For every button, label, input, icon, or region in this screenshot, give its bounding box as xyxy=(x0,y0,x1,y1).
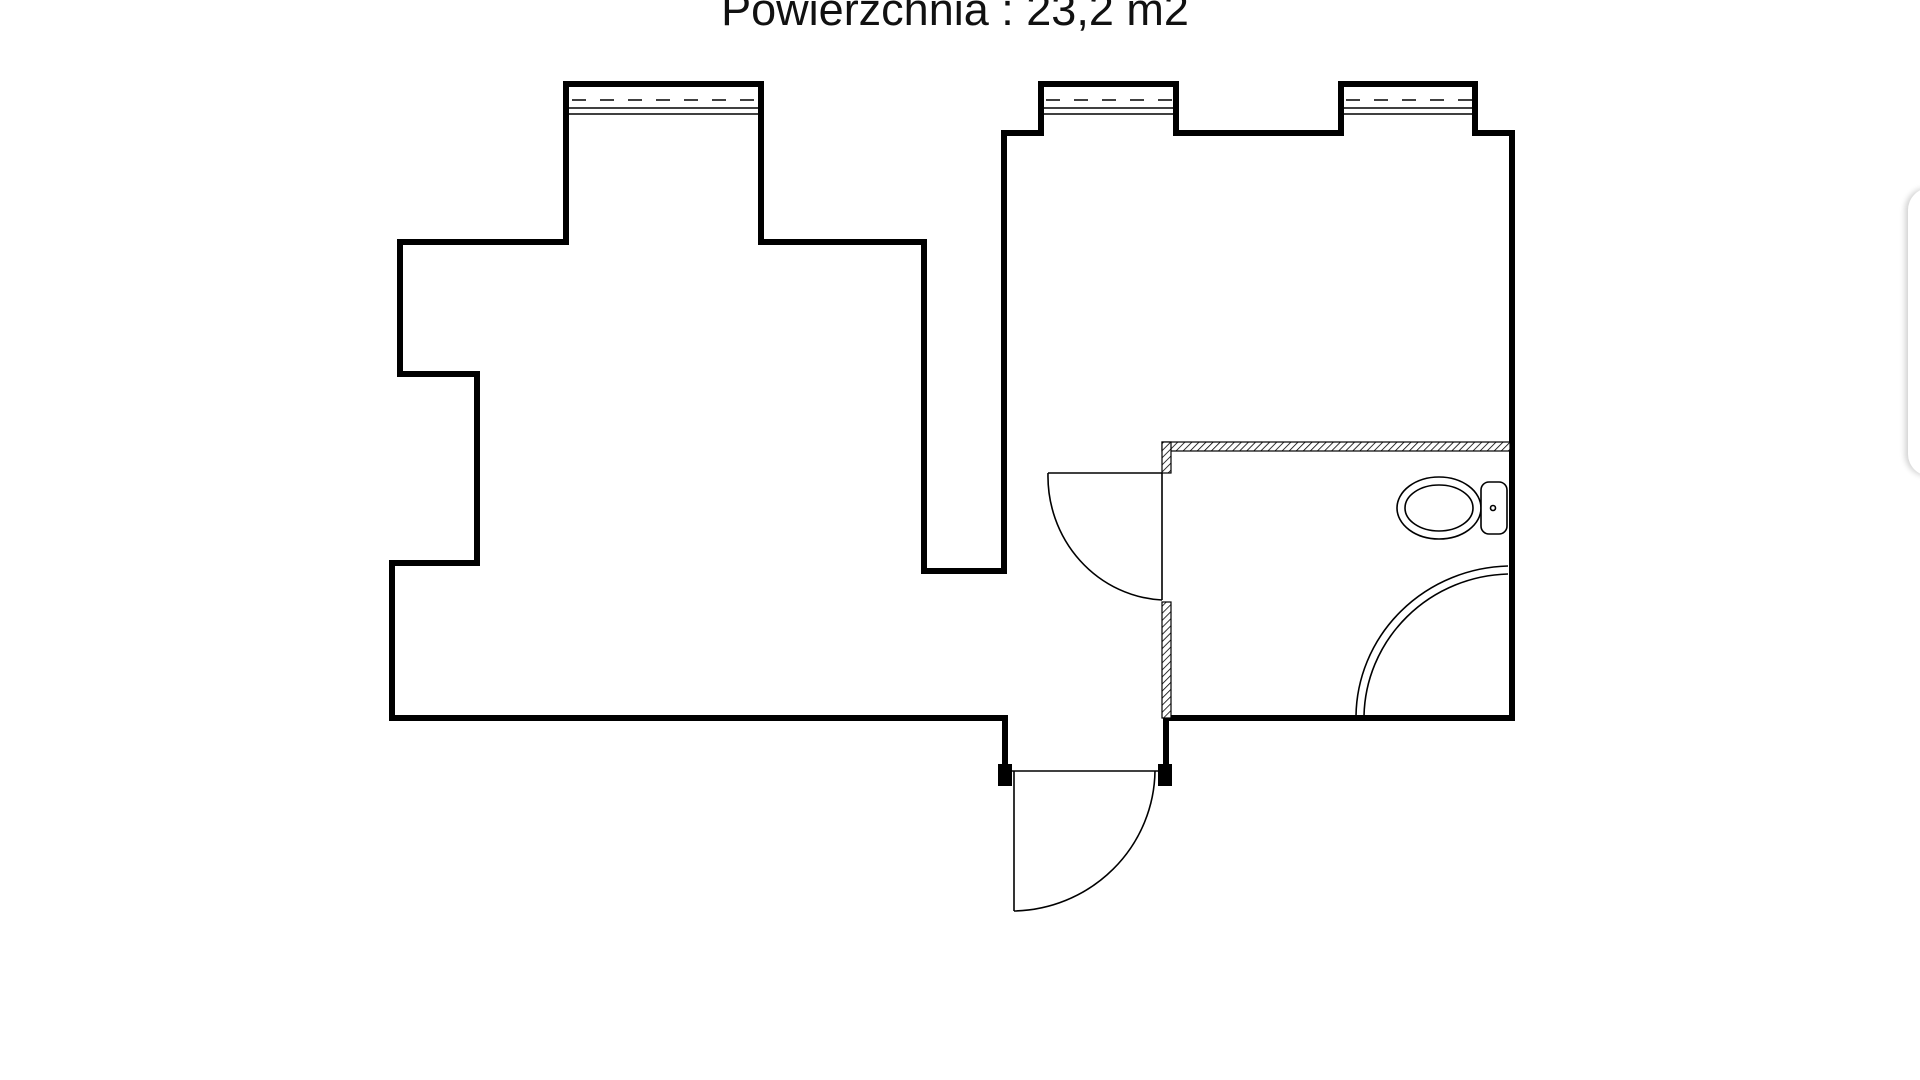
wall-left-room xyxy=(389,81,1515,767)
window-top-left xyxy=(566,99,761,115)
bathroom-partition-left-upper xyxy=(1161,441,1172,474)
window-top-right xyxy=(1341,99,1475,115)
bathroom-partition-left-lower xyxy=(1161,601,1172,719)
bathroom-door-swing xyxy=(1047,472,1163,601)
side-panel-tab[interactable] xyxy=(1908,188,1920,476)
area-label: Powierzchnia : 23,2 m2 xyxy=(721,0,1189,35)
bathroom-partition-top xyxy=(1161,441,1511,452)
shower-tray xyxy=(1355,565,1509,717)
toilet xyxy=(1396,476,1508,540)
entrance-jamb-right xyxy=(1158,764,1172,786)
entrance-door-swing xyxy=(1013,770,1156,912)
entrance-jamb-left xyxy=(998,764,1012,786)
window-top-middle xyxy=(1041,99,1176,115)
